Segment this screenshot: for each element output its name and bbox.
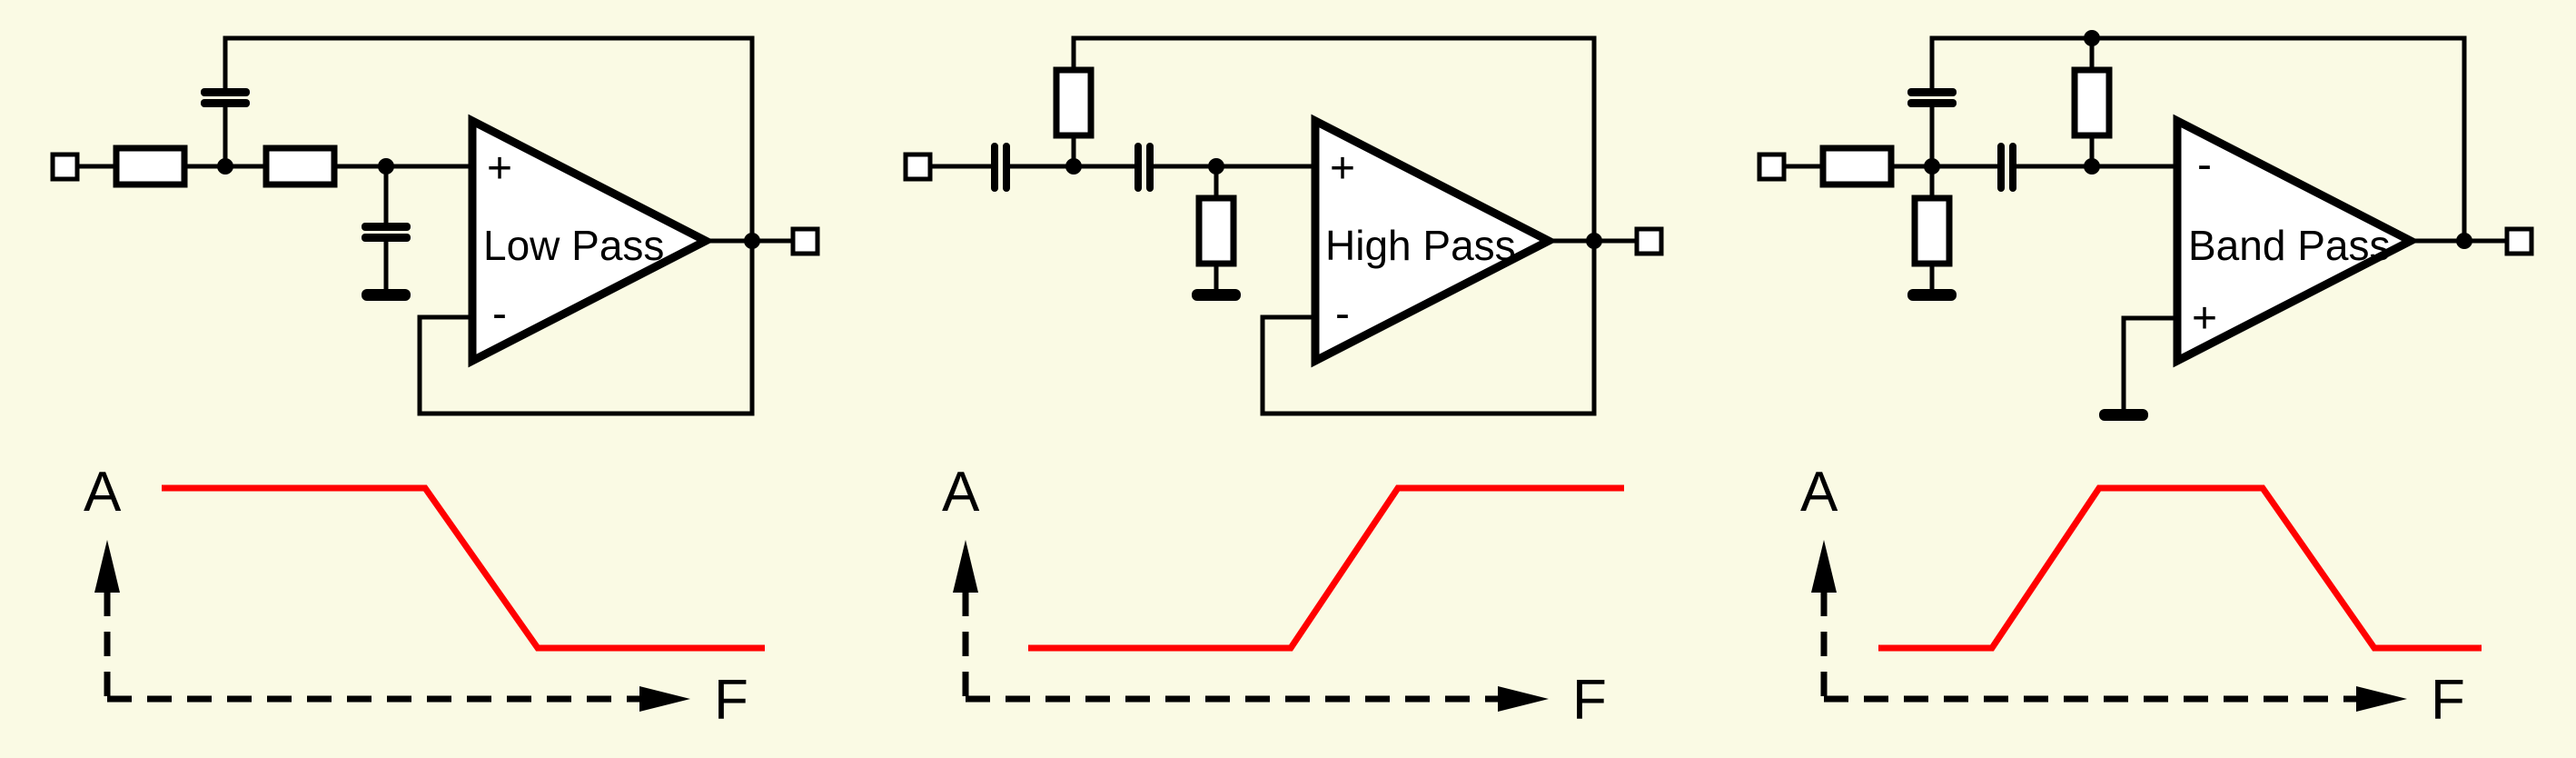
resistor: [1911, 194, 1953, 267]
opamp-triangle: [1311, 114, 1558, 368]
ground-icon: [2099, 409, 2148, 421]
resistor: [1053, 66, 1095, 139]
x-axis-label: F: [714, 669, 748, 732]
opamp-triangle: [468, 114, 715, 368]
resistor: [2071, 66, 2113, 139]
ground-icon: [1907, 289, 1957, 301]
opamp-bottom-input-sign: +: [2192, 294, 2217, 343]
input-terminal: [903, 152, 933, 182]
x-axis-arrowhead-icon: [1498, 686, 1549, 712]
opamp-top-input-sign: +: [1330, 145, 1355, 193]
feedback-loop-wire: [1071, 35, 1597, 416]
opamp-bottom-input-sign: -: [492, 290, 507, 338]
x-axis-arrowhead-icon: [639, 686, 690, 712]
panel-low-pass: + - Low Pass A F: [50, 35, 820, 732]
y-axis-arrowhead-icon: [953, 540, 978, 593]
opamp-top-input-sign: -: [2197, 141, 2212, 189]
junction-dot: [217, 158, 233, 175]
junction-dot: [2084, 30, 2100, 46]
capacitor-plate: [201, 99, 250, 107]
x-axis-label: F: [2431, 669, 2465, 732]
capacitor-plate: [1997, 143, 2005, 192]
resistor: [113, 145, 188, 188]
junction-dot: [378, 158, 394, 175]
input-terminal: [1757, 152, 1787, 182]
feedback-loop-wire: [1929, 35, 2467, 241]
opamp-top-input-sign: +: [487, 145, 512, 193]
capacitor-plate: [201, 88, 250, 96]
capacitor-plate: [362, 223, 411, 231]
band-pass-response-curve: [1878, 484, 2482, 652]
y-axis-label: A: [1800, 461, 1838, 524]
opamp-bottom-input-sign: -: [1335, 290, 1350, 338]
y-axis-label: A: [942, 461, 980, 524]
y-axis-label: A: [84, 461, 122, 524]
x-axis-arrowhead-icon: [2356, 686, 2407, 712]
input-terminal: [50, 152, 80, 182]
x-axis-label: F: [1572, 669, 1607, 732]
junction-dot: [1065, 158, 1082, 175]
capacitor-plate: [1907, 88, 1957, 96]
resistor: [1819, 145, 1895, 188]
y-axis-arrowhead-icon: [1811, 540, 1837, 593]
output-terminal: [1634, 226, 1664, 256]
high-pass-response-curve: [1028, 484, 1624, 652]
capacitor-plate: [362, 234, 411, 242]
capacitor-plate: [2009, 143, 2016, 192]
capacitor-plate: [991, 143, 998, 192]
junction-dot: [744, 233, 760, 249]
junction-dot: [1586, 233, 1602, 249]
resistor: [263, 145, 338, 188]
opamp-label: Low Pass: [483, 222, 664, 269]
capacitor-plate: [1907, 99, 1957, 107]
opamp-triangle: [2173, 114, 2420, 368]
junction-dot: [2456, 233, 2472, 249]
ground-icon: [1192, 289, 1241, 301]
capacitor-plate: [1003, 143, 1010, 192]
y-axis-arrowhead-icon: [94, 540, 120, 593]
opamp-label: Band Pass: [2188, 222, 2390, 269]
output-terminal: [790, 226, 820, 256]
ground-icon: [362, 289, 411, 301]
noninverting-ground-wire: [2121, 315, 2177, 409]
panel-band-pass: - + Band Pass A F: [1757, 30, 2534, 732]
output-terminal: [2504, 226, 2534, 256]
opamp-label: High Pass: [1325, 222, 1516, 269]
feedback-loop-wire: [223, 35, 755, 416]
capacitor-plate: [1134, 143, 1142, 192]
panel-high-pass: + - High Pass A F: [903, 35, 1664, 732]
low-pass-response-curve: [162, 484, 765, 652]
junction-dot: [1924, 158, 1940, 175]
junction-dot: [1208, 158, 1224, 175]
junction-dot: [2084, 158, 2100, 175]
resistor: [1195, 194, 1237, 267]
capacitor-plate: [1146, 143, 1154, 192]
